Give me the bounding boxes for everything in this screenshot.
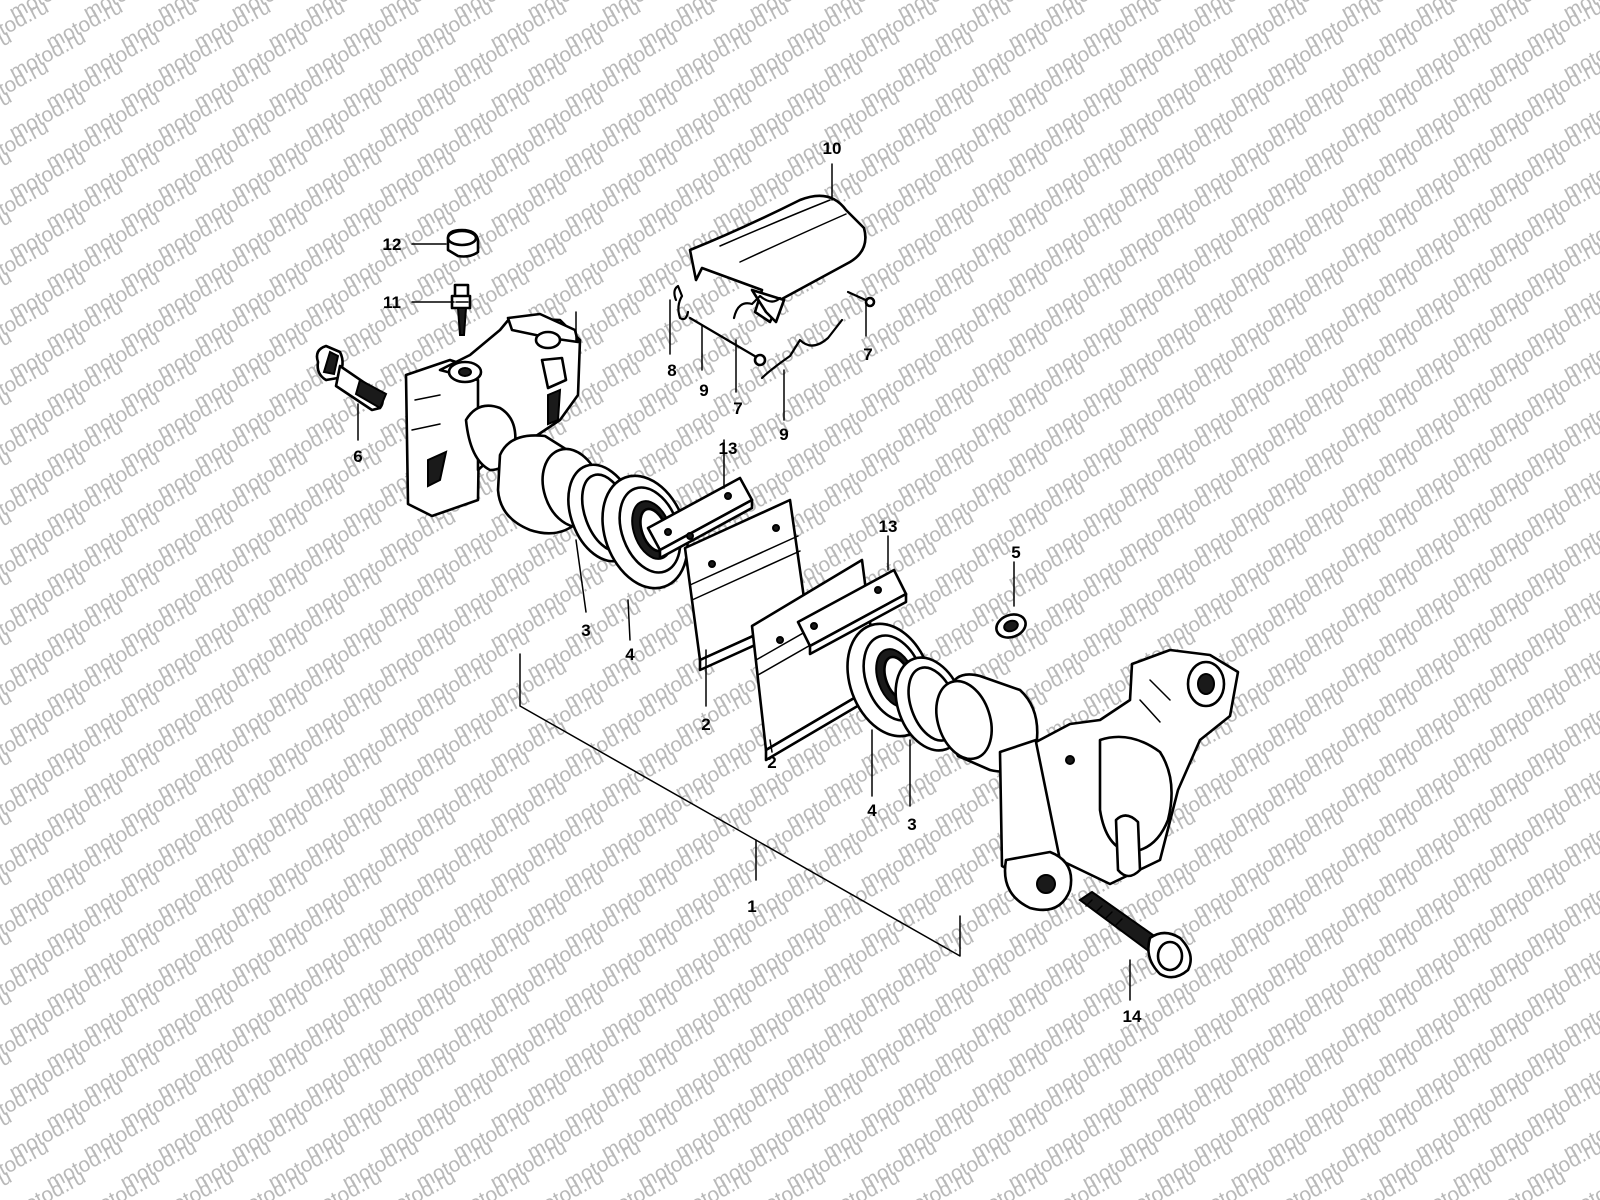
callout-9b: 9: [779, 425, 788, 444]
callout-7b: 7: [863, 345, 872, 364]
callout-14: 14: [1123, 1007, 1142, 1026]
callout-6: 6: [353, 447, 362, 466]
callout-13a: 13: [719, 439, 738, 458]
callout-8: 8: [667, 361, 676, 380]
callout-2a: 2: [701, 715, 710, 734]
callout-12: 12: [383, 235, 402, 254]
callout-1: 1: [747, 897, 756, 916]
callout-7a: 7: [733, 399, 742, 418]
callout-11: 11: [383, 293, 401, 312]
cap-part-12: [446, 228, 480, 258]
callout-2b: 2: [767, 753, 776, 772]
callout-3b: 3: [907, 815, 916, 834]
callout-4a: 4: [625, 645, 635, 664]
callout-5: 5: [1011, 543, 1020, 562]
callout-10: 10: [823, 139, 842, 158]
callout-13b: 13: [879, 517, 898, 536]
callout-4b: 4: [867, 801, 877, 820]
callout-9a: 9: [699, 381, 708, 400]
callout-3a: 3: [581, 621, 590, 640]
